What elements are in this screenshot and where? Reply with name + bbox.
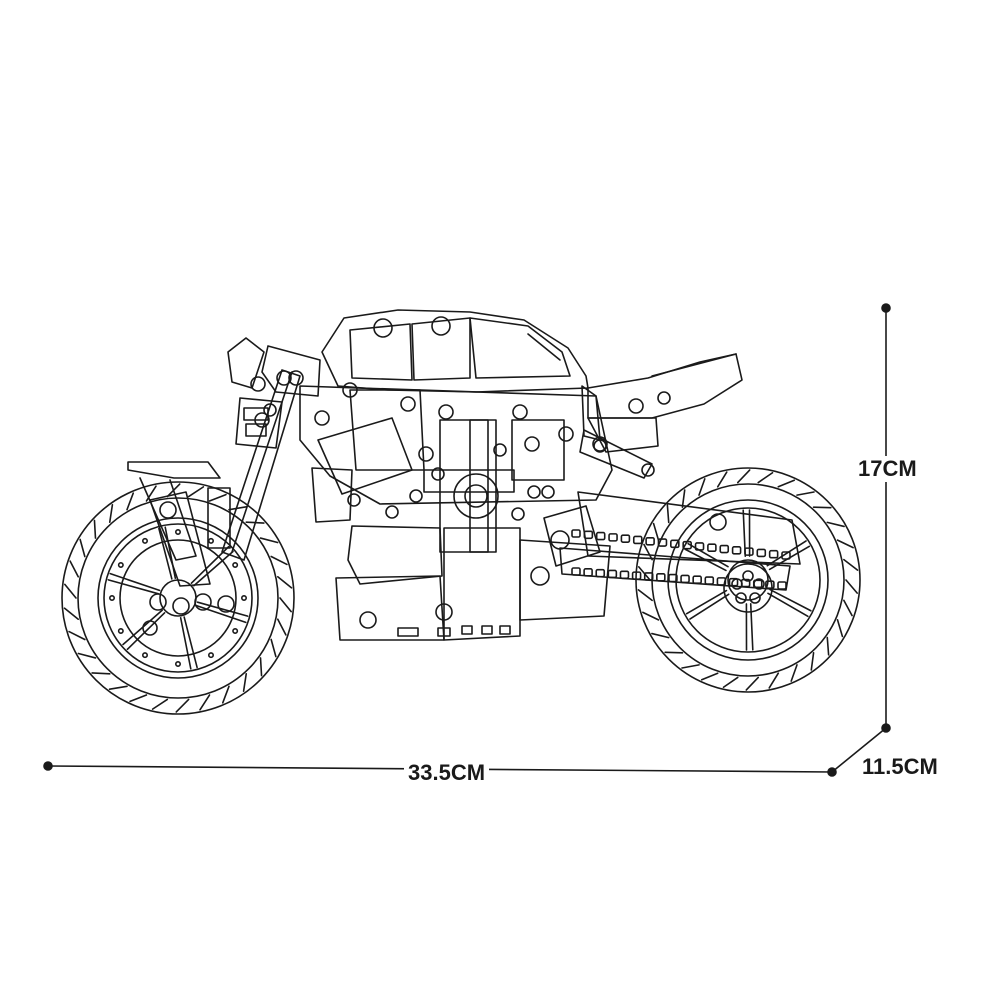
depth-label: 11.5CM — [862, 754, 938, 779]
length-start-dot — [43, 761, 53, 771]
front-wheel — [61, 481, 295, 715]
corner-dot — [827, 767, 837, 777]
engine-block — [299, 382, 613, 553]
depth-dimension-line — [831, 727, 887, 773]
height-top-dot — [881, 303, 891, 313]
tail-section — [579, 353, 743, 479]
crankcase — [335, 525, 611, 641]
headlight-cluster — [227, 337, 321, 449]
swingarm — [543, 491, 801, 591]
seat-detail — [581, 385, 601, 441]
length-label: 33.5CM — [404, 762, 490, 784]
height-label: 17CM — [858, 456, 917, 482]
height-bottom-dot — [881, 723, 891, 733]
